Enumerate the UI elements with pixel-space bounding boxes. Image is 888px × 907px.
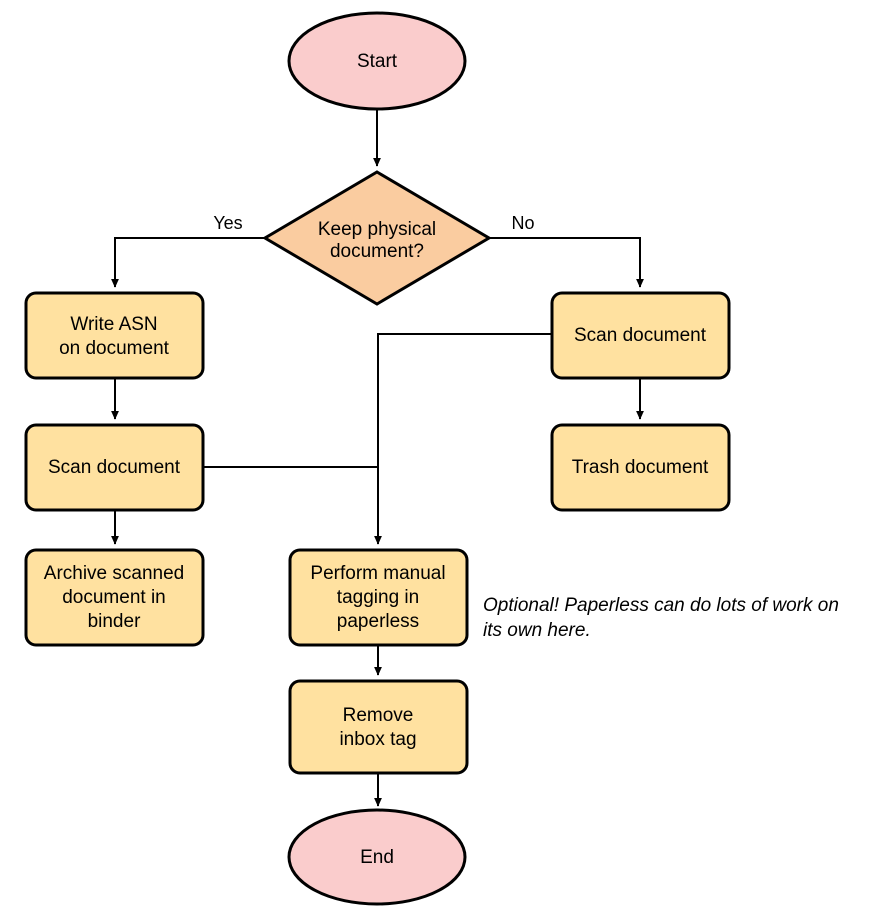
annotation-note: Optional! Paperless can do lots of work … xyxy=(483,595,839,641)
edge-decision-no-to-scan-right xyxy=(489,237,644,288)
trash-document-box xyxy=(550,423,731,512)
decision-label-line1: Keep physical xyxy=(318,219,436,240)
write-asn-label-line2: on document xyxy=(59,338,170,359)
node-write-asn[interactable]: Write ASN on document xyxy=(24,291,205,380)
manual-tagging-label-line2: tagging in xyxy=(337,587,419,608)
edge-scan-right-to-manual-tagging xyxy=(374,333,552,545)
edge-decision-yes-to-write-asn xyxy=(111,237,265,288)
edges-layer xyxy=(111,110,644,807)
trash-document-label: Trash document xyxy=(572,457,709,478)
decision-label-line2: document? xyxy=(330,241,424,262)
scan-document-right-label: Scan document xyxy=(574,325,707,346)
manual-tagging-label-line1: Perform manual xyxy=(310,563,445,584)
archive-label-line1: Archive scanned xyxy=(44,563,184,584)
edge-label-yes: Yes xyxy=(213,213,242,233)
remove-inbox-tag-box xyxy=(288,679,469,775)
annotation-line1: Optional! Paperless can do lots of work … xyxy=(483,595,839,616)
scan-document-left-label: Scan document xyxy=(48,457,181,478)
node-remove-inbox-tag[interactable]: Remove inbox tag xyxy=(288,679,469,775)
archive-box xyxy=(24,548,205,647)
edge-label-no: No xyxy=(511,213,534,233)
write-asn-label-line1: Write ASN xyxy=(70,314,157,335)
node-end[interactable]: End xyxy=(287,808,467,906)
start-ellipse xyxy=(287,11,467,111)
end-ellipse xyxy=(287,808,467,906)
node-perform-manual-tagging[interactable]: Perform manual tagging in paperless xyxy=(288,548,469,647)
write-asn-box xyxy=(24,291,205,380)
node-trash-document[interactable]: Trash document xyxy=(550,423,731,512)
archive-label-line2: document in xyxy=(62,587,166,608)
node-archive-scanned-document[interactable]: Archive scanned document in binder xyxy=(24,548,205,647)
archive-label-line3: binder xyxy=(88,611,141,632)
manual-tagging-box xyxy=(288,548,469,647)
start-label: Start xyxy=(357,51,398,72)
scan-document-right-box xyxy=(550,291,731,380)
scan-document-left-box xyxy=(24,423,205,512)
node-scan-document-right[interactable]: Scan document xyxy=(550,291,731,380)
remove-inbox-tag-label-line1: Remove xyxy=(343,705,414,726)
remove-inbox-tag-label-line2: inbox tag xyxy=(339,729,416,750)
node-scan-document-left[interactable]: Scan document xyxy=(24,423,205,512)
decision-diamond xyxy=(262,170,492,306)
end-label: End xyxy=(360,847,394,868)
node-start[interactable]: Start xyxy=(287,11,467,111)
annotation-line2: its own here. xyxy=(483,620,591,641)
manual-tagging-label-line3: paperless xyxy=(337,611,419,632)
node-decision-keep-physical-document[interactable]: Keep physical document? xyxy=(262,170,492,306)
